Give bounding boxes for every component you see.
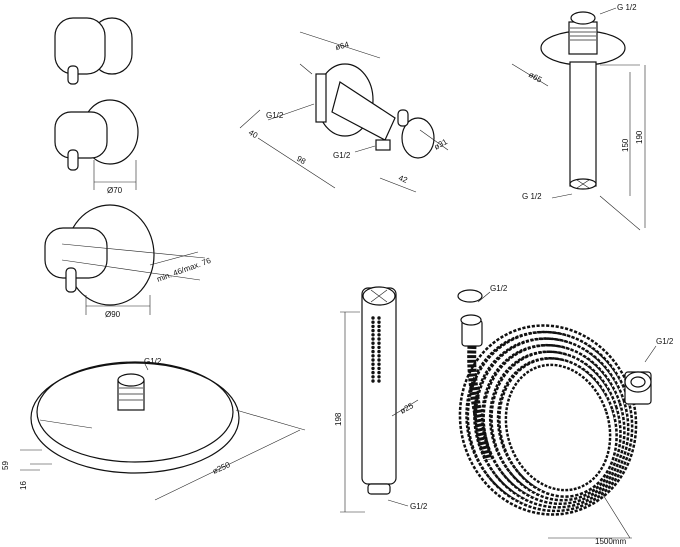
head-height-16-label: 16 — [19, 481, 28, 490]
valve3-depth-label: min. 46/max. 76 — [156, 256, 213, 284]
valve-knob-small — [54, 17, 133, 85]
nozzle-dot — [377, 358, 381, 362]
nozzle-dot — [377, 320, 381, 324]
nozzle-dot — [377, 362, 381, 366]
arm-flange-dia-label: ø65 — [527, 70, 544, 85]
nozzle-dot — [377, 316, 381, 320]
nozzle-dot — [371, 379, 375, 383]
hose-thread-left-label: G1/2 — [490, 284, 508, 293]
elbow-length-label: 98 — [295, 154, 308, 167]
nozzle-dot — [377, 345, 381, 350]
elbow-dia-label: ø64 — [334, 40, 350, 52]
nozzle-dot — [377, 337, 381, 341]
wall-elbow-holder — [239, 31, 449, 193]
nozzle-dot — [371, 316, 375, 320]
nozzle-dot — [371, 349, 375, 354]
nozzle-dot — [377, 349, 381, 354]
elbow-depth-label: 40 — [247, 128, 260, 141]
valve3-dia-label: Ø90 — [105, 310, 121, 319]
hose-loop-highlight — [492, 353, 620, 499]
nozzle-dot — [371, 366, 375, 371]
arm-thread-top-label: G 1/2 — [617, 3, 637, 12]
nozzle-dot — [371, 375, 375, 379]
ceiling-arm — [511, 7, 646, 231]
head-height-59-label: 59 — [1, 461, 10, 470]
hose-tail — [467, 345, 493, 462]
valve-knob-large — [44, 204, 206, 315]
valve2-dia-label: Ø70 — [107, 186, 123, 195]
nozzle-dot — [371, 337, 375, 341]
head-dia-label: ø250 — [211, 460, 232, 476]
spray-nozzles — [371, 316, 381, 383]
rain-shower-head — [20, 361, 306, 501]
nozzle-dot — [371, 354, 375, 358]
nozzle-dot — [377, 341, 381, 345]
nozzle-dot — [377, 370, 381, 375]
nozzle-dot — [377, 324, 381, 329]
hose-thread-right-label: G1/2 — [656, 337, 674, 346]
hand-shower — [340, 286, 419, 513]
shower-hose — [457, 289, 657, 539]
nozzle-dot — [377, 379, 381, 383]
nozzle-dot — [371, 358, 375, 362]
nozzle-dot — [377, 366, 381, 371]
valve-knob-medium — [54, 99, 139, 190]
nozzle-dot — [371, 328, 375, 333]
nozzle-dot — [371, 324, 375, 329]
nozzle-dot — [371, 370, 375, 375]
nozzle-dot — [371, 320, 375, 324]
head-thread-label: G1/2 — [144, 357, 162, 366]
nozzle-dot — [377, 333, 381, 337]
hose-length-label: 1500mm — [595, 537, 626, 546]
nozzle-dot — [377, 328, 381, 333]
elbow-thread-label: G1/2 — [266, 111, 284, 120]
hose-loop-highlight — [484, 346, 624, 503]
hose-loop-highlight — [476, 339, 628, 507]
nozzle-dot — [371, 341, 375, 345]
arm-length-150-label: 150 — [621, 138, 630, 152]
elbow-offset-label: 42 — [397, 173, 409, 185]
hand-length-label: 198 — [334, 412, 343, 426]
nozzle-dot — [371, 333, 375, 337]
nozzle-dot — [377, 375, 381, 379]
arm-length-190-label: 190 — [635, 130, 644, 144]
elbow-thread2-label: G1/2 — [333, 151, 351, 160]
hand-thread-label: G1/2 — [410, 502, 428, 511]
hose-loop-highlight — [500, 359, 616, 496]
arm-thread-bottom-label: G 1/2 — [522, 192, 542, 201]
nozzle-dot — [377, 354, 381, 358]
nozzle-dot — [371, 362, 375, 366]
nozzle-dot — [371, 345, 375, 350]
